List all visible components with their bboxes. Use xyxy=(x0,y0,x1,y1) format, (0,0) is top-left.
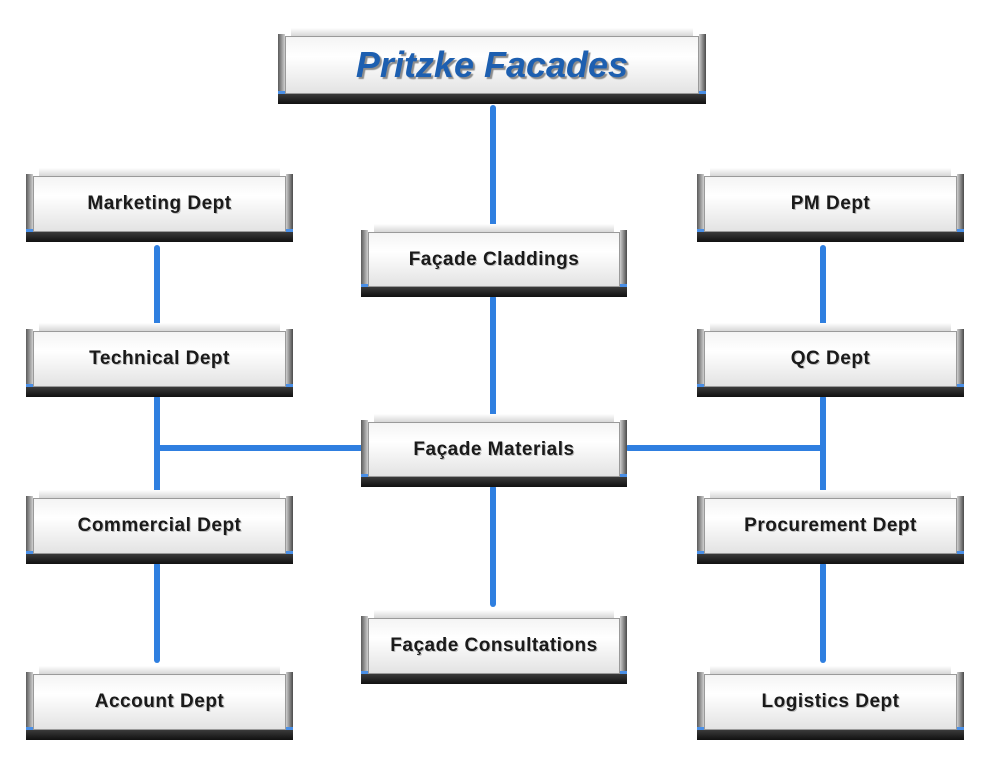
node-label: Procurement Dept xyxy=(744,515,917,536)
node-label: Logistics Dept xyxy=(761,691,900,712)
org-node-technical: Technical Dept xyxy=(26,323,293,397)
org-node-cladding: Façade Claddings xyxy=(361,224,627,297)
node-label: Façade Consultations xyxy=(390,635,598,656)
node-label: Façade Claddings xyxy=(408,248,580,270)
node-label: Technical Dept xyxy=(89,348,230,369)
node-label: Façade Materials xyxy=(413,438,575,460)
org-node-logistics: Logistics Dept xyxy=(697,666,964,740)
node-label: Account Dept xyxy=(94,691,225,712)
org-node-materials: Façade Materials xyxy=(361,414,627,487)
node-label: PM Dept xyxy=(790,193,871,214)
org-node-pm: PM Dept xyxy=(697,168,964,242)
node-label: Commercial Dept xyxy=(77,515,242,536)
org-node-marketing: Marketing Dept xyxy=(26,168,293,242)
org-node-account: Account Dept xyxy=(26,666,293,740)
connectors xyxy=(154,105,826,663)
org-node-root: Pritzke Facades xyxy=(278,28,706,104)
org-node-procurement: Procurement Dept xyxy=(697,490,964,564)
org-node-consultations: Façade Consultations xyxy=(361,610,627,684)
org-node-qc: QC Dept xyxy=(697,323,964,397)
org-node-commercial: Commercial Dept xyxy=(26,490,293,564)
node-label: QC Dept xyxy=(790,348,871,369)
node-label: Marketing Dept xyxy=(87,193,232,214)
root-title: Pritzke Facades xyxy=(355,44,629,85)
